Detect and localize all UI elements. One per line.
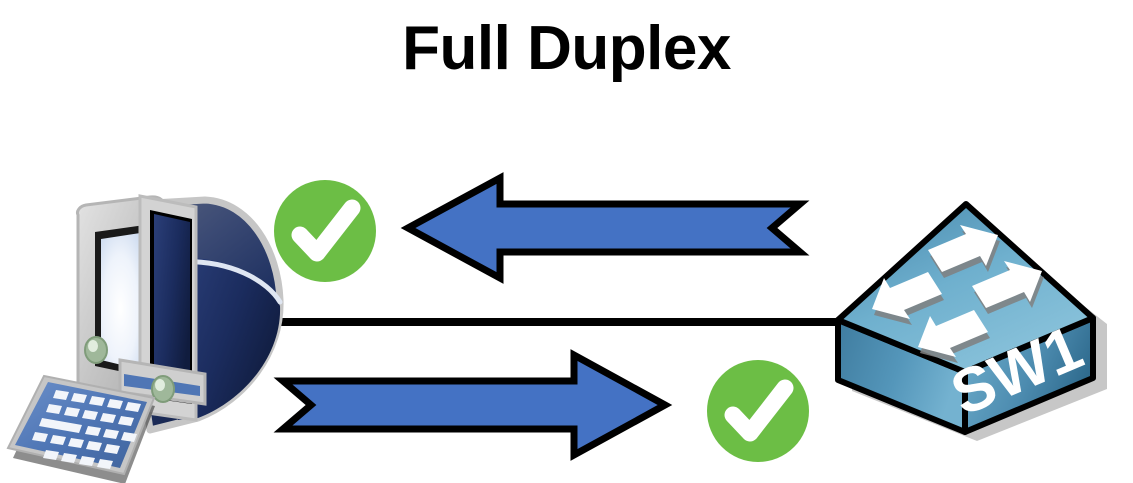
pc-to-switch-arrow (273, 349, 673, 461)
check-circle-bottom (707, 360, 809, 462)
switch-top-face (835, 201, 1096, 375)
switch-top-arrows (872, 225, 1044, 363)
switch-icon: SW1 (835, 201, 1107, 441)
switch-to-pc-arrow (400, 172, 810, 284)
screen-display (101, 232, 147, 371)
monitor-front-panel (154, 214, 190, 400)
keyboard-icon (6, 374, 156, 483)
page-title: Full Duplex (402, 14, 731, 83)
check-icon (724, 379, 794, 442)
check-icon (291, 199, 361, 262)
check-circle-top (274, 180, 376, 282)
computer-icon (6, 194, 284, 483)
keyboard-keys (32, 390, 141, 469)
ethernet-cable (258, 318, 848, 326)
